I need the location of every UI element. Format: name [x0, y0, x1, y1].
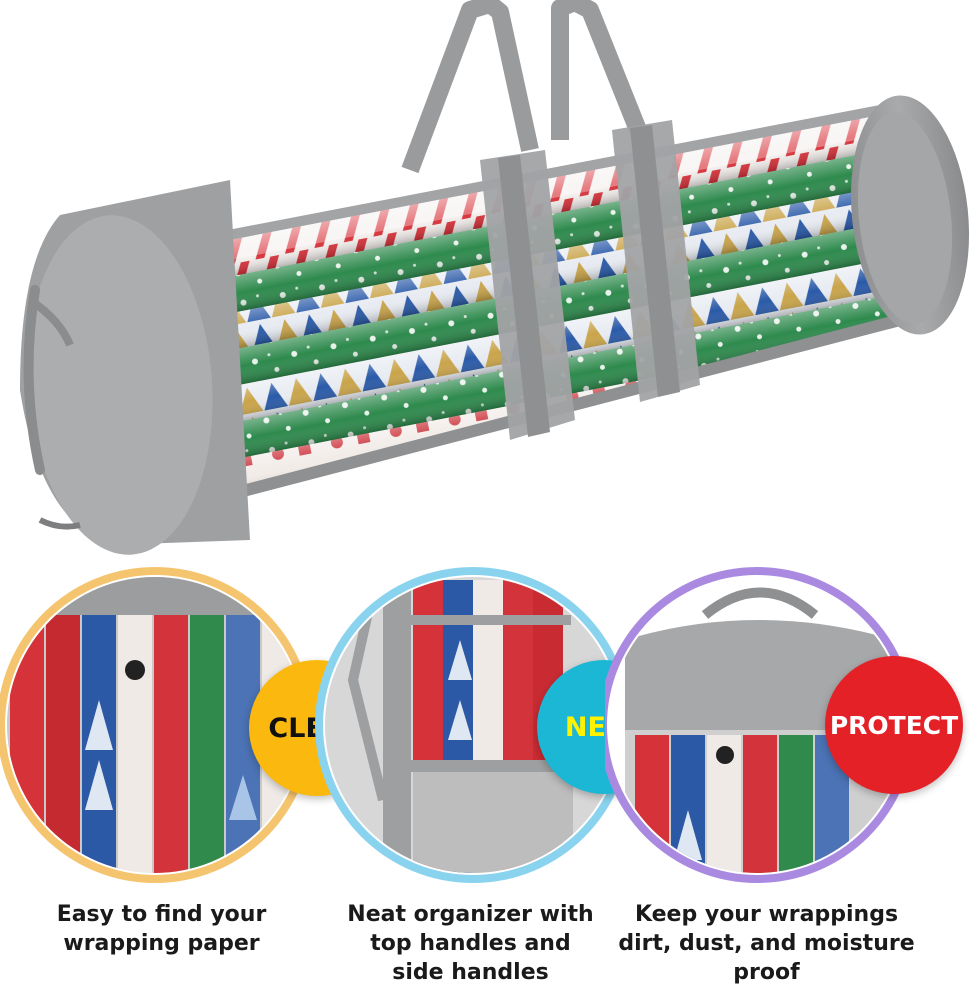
caption-line: Easy to find your: [56, 902, 267, 927]
feature-protect: PROTECT Keep your wrappings dirt, dust, …: [605, 560, 963, 991]
feature-neat-photo: [315, 567, 631, 883]
feature-neat: NEAT Neat organizer with top handles and…: [313, 560, 671, 991]
caption-line: side handles: [392, 960, 549, 985]
caption-line: top handles and: [370, 931, 571, 956]
caption-line: proof: [733, 960, 800, 985]
caption-line: dirt, dust, and moisture: [618, 931, 915, 956]
product-photo-storage-bag: [20, 0, 970, 555]
protect-badge: PROTECT: [825, 656, 963, 794]
caption-line: Neat organizer with: [347, 902, 594, 927]
feature-neat-caption: Neat organizer with top handles and side…: [309, 900, 632, 987]
protect-badge-label: PROTECT: [829, 710, 959, 740]
feature-clear: CLEAR Easy to find your wrapping paper: [0, 560, 385, 991]
caption-line: wrapping paper: [63, 931, 260, 956]
feature-clear-caption: Easy to find your wrapping paper: [0, 900, 323, 958]
caption-line: Keep your wrappings: [634, 902, 899, 927]
feature-protect-photo: [605, 567, 915, 883]
feature-clear-photo: [0, 567, 313, 883]
feature-row: CLEAR Easy to find your wrapping paper: [0, 560, 970, 991]
feature-protect-caption: Keep your wrappings dirt, dust, and mois…: [605, 900, 928, 987]
